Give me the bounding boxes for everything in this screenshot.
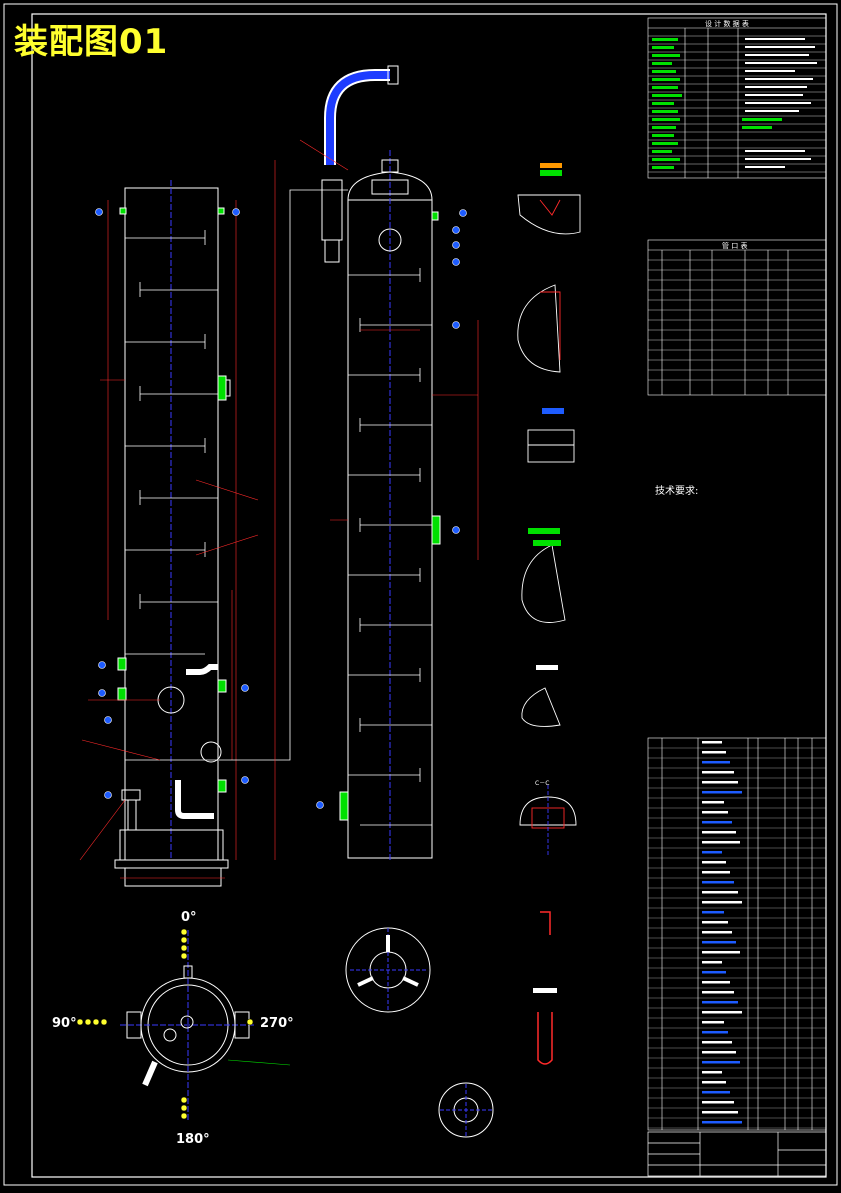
- parts-row-text-mark: [702, 791, 742, 794]
- angle-label-bottom: 180°: [176, 1132, 210, 1147]
- parts-row-text-mark: [702, 781, 738, 784]
- parts-row-text-mark: [702, 1021, 724, 1024]
- outer-frame: [3, 3, 838, 1186]
- parts-list-rows: [648, 747, 826, 1129]
- middle-callouts: [316, 209, 467, 809]
- parts-row-text-mark: [702, 1011, 742, 1014]
- angle-label-left: 90°: [52, 1016, 77, 1031]
- parts-row-text-mark: [702, 931, 732, 934]
- parts-row-text-mark: [702, 941, 736, 944]
- parts-row-text-mark: [702, 991, 734, 994]
- parts-row-text-mark: [702, 871, 730, 874]
- parts-list-table: [647, 737, 827, 1131]
- parts-row-text-mark: [702, 751, 726, 754]
- parts-row-text-mark: [702, 741, 722, 744]
- parts-row-text-mark: [702, 1061, 740, 1064]
- parts-list-cells: [702, 741, 742, 1124]
- parts-row-text-mark: [702, 891, 738, 894]
- parts-row-text-mark: [702, 861, 726, 864]
- left-vessel-view: [114, 180, 231, 887]
- parts-row-text-mark: [702, 1121, 742, 1124]
- parts-row-text-mark: [702, 1081, 726, 1084]
- design-table-title: 设 计 数 据 表: [705, 20, 749, 28]
- parts-row-text-mark: [702, 821, 732, 824]
- distributor-view: [345, 927, 494, 1138]
- parts-row-text-mark: [702, 1101, 734, 1104]
- middle-dimensions: [274, 139, 479, 860]
- parts-row-text-mark: [702, 1001, 738, 1004]
- parts-row-text-mark: [702, 921, 728, 924]
- design-table-text-green: [652, 38, 782, 169]
- parts-row-text-mark: [702, 801, 724, 804]
- nozzle-table: [647, 239, 827, 396]
- plan-view: [120, 930, 255, 1120]
- section-label-cc: C－C: [535, 780, 550, 787]
- parts-row-text-mark: [702, 841, 740, 844]
- inner-frame: [31, 13, 827, 1178]
- design-data-table: [647, 17, 827, 179]
- drawing-title: 装配图01: [14, 22, 169, 62]
- parts-row-text-mark: [702, 911, 724, 914]
- plan-bolt-markers: [76, 928, 254, 1120]
- design-table-text-white: [745, 38, 817, 168]
- tech-requirements-title: 技术要求:: [655, 486, 699, 497]
- parts-row-text-mark: [702, 1041, 732, 1044]
- parts-row-text-mark: [702, 881, 734, 884]
- title-block: [647, 1131, 827, 1177]
- nozzle-table-rows: [648, 259, 826, 381]
- middle-vessel-view: [339, 150, 441, 860]
- parts-row-text-mark: [702, 811, 728, 814]
- left-callouts: [95, 208, 249, 799]
- parts-row-text-mark: [702, 1031, 728, 1034]
- angle-label-right: 270°: [260, 1016, 294, 1031]
- parts-row-text-mark: [702, 961, 722, 964]
- parts-row-text-mark: [702, 1051, 736, 1054]
- angle-label-top: 0°: [181, 910, 197, 925]
- parts-row-text-mark: [702, 951, 740, 954]
- detail-views: [517, 170, 581, 1065]
- parts-row-text-mark: [702, 901, 742, 904]
- parts-row-text-mark: [702, 761, 730, 764]
- parts-row-text-mark: [702, 831, 736, 834]
- parts-row-text-mark: [702, 981, 730, 984]
- parts-row-text-mark: [702, 1111, 738, 1114]
- parts-row-text-mark: [702, 771, 734, 774]
- nozzle-table-title: 管 口 表: [722, 242, 748, 250]
- parts-row-text-mark: [702, 851, 722, 854]
- left-dimensions: [79, 200, 259, 879]
- design-table-rows: [648, 35, 826, 173]
- parts-row-text-mark: [702, 971, 726, 974]
- parts-row-text-mark: [702, 1071, 722, 1074]
- parts-row-text-mark: [702, 1091, 730, 1094]
- detail-label-tags: [533, 163, 562, 993]
